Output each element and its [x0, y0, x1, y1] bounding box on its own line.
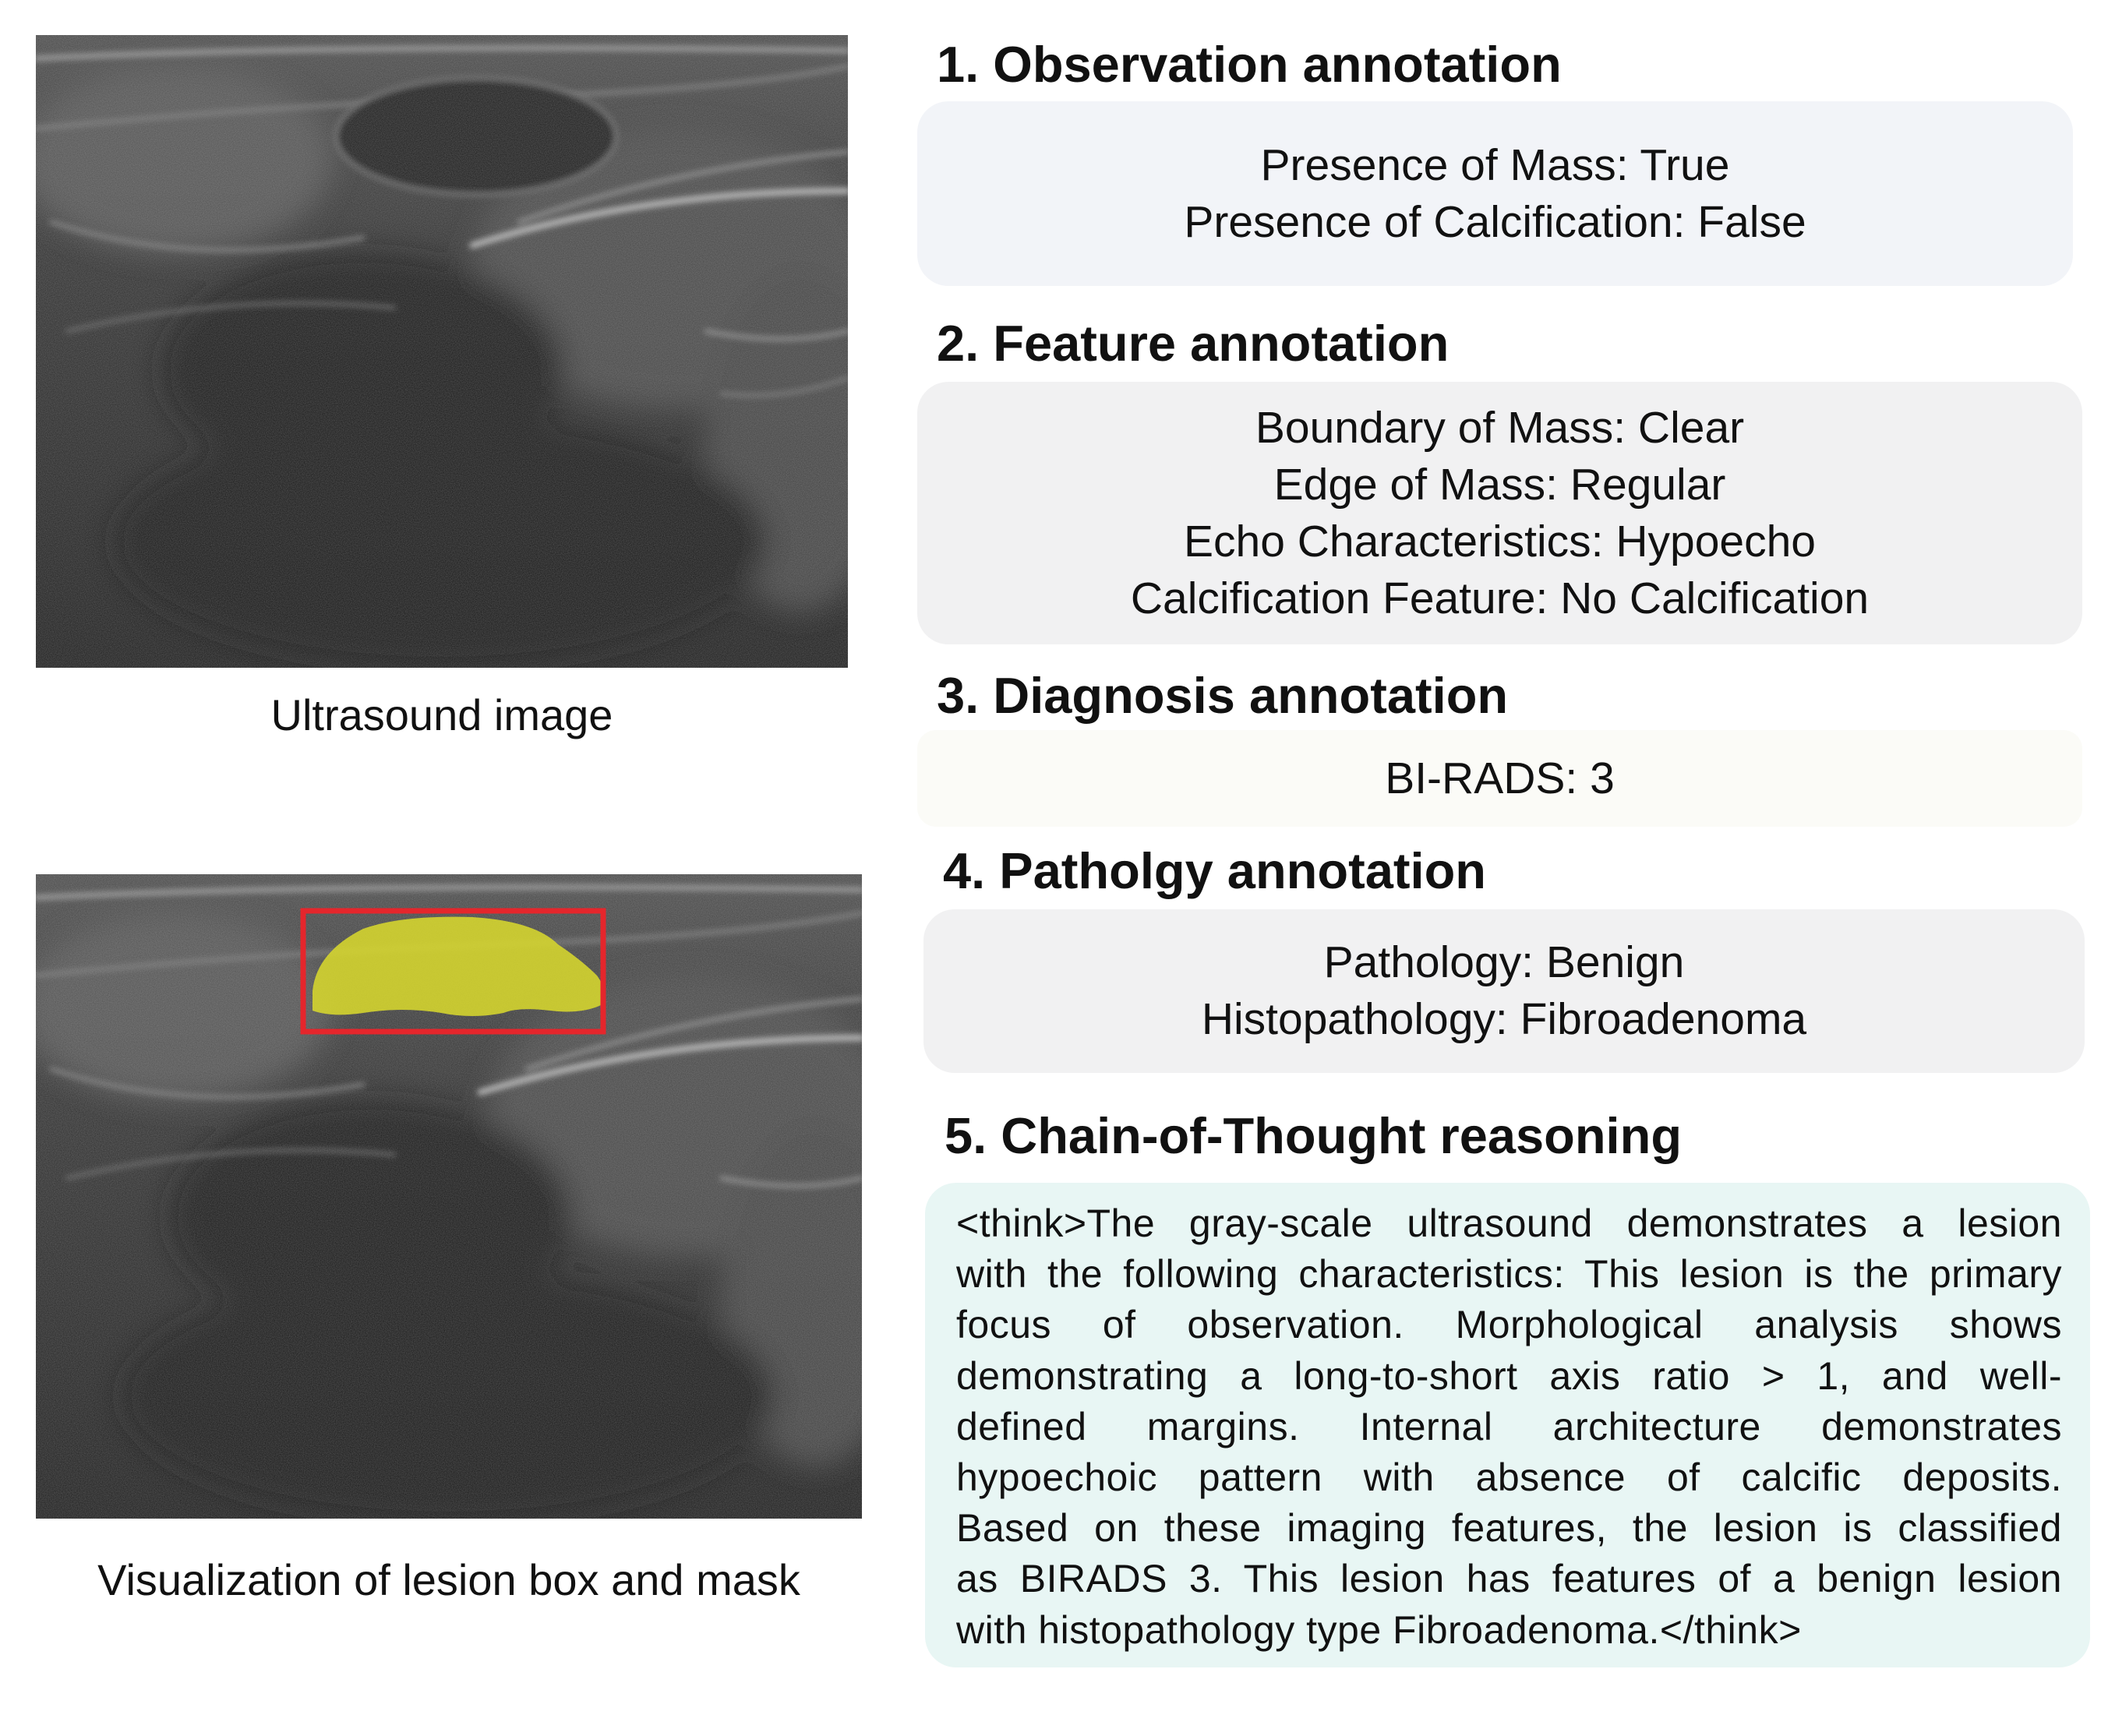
cot-line: defined margins. Internal architecture d… — [956, 1404, 2062, 1448]
cot-line: with the following characteristics: This… — [956, 1252, 2062, 1297]
ultrasound-image-graphic — [36, 35, 848, 668]
pathology-line: Histopathology: Fibroadenoma — [1201, 994, 1807, 1044]
cot-line: as BIRADS 3. This lesion has features of… — [956, 1557, 2062, 1601]
cot-line: <think>The gray-scale ultrasound demonst… — [956, 1201, 2062, 1245]
cot-line: with histopathology type Fibroadenoma.</… — [956, 1607, 1802, 1652]
ultrasound-image — [36, 35, 848, 668]
cot-reasoning-title: 5. Chain-of-Thought reasoning — [945, 1107, 1683, 1164]
ultrasound-image-caption: Ultrasound image — [270, 690, 613, 739]
feature-line: Edge of Mass: Regular — [1273, 459, 1726, 510]
feature-line: Echo Characteristics: Hypoecho — [1183, 516, 1817, 566]
lesion-mask — [313, 916, 604, 1016]
pathology-line: Pathology: Benign — [1323, 937, 1685, 987]
cot-line: hypoechoic pattern with absence of calci… — [956, 1455, 2062, 1500]
cot-reasoning-box: <think>The gray-scale ultrasound demonst… — [925, 1183, 2090, 1667]
feature-annotation-title: 2. Feature annotation — [937, 315, 1450, 372]
observation-line: Presence of Mass: True — [1260, 139, 1730, 190]
diagnosis-annotation-box: BI-RADS: 3 — [917, 730, 2082, 827]
feature-annotation-box: Boundary of Mass: Clear Edge of Mass: Re… — [917, 382, 2082, 644]
observation-annotation-title: 1. Observation annotation — [937, 36, 1562, 93]
cot-line: demonstrating a long-to-short axis ratio… — [956, 1353, 2062, 1398]
lesion-visualization-image — [36, 874, 862, 1519]
cot-line: focus of observation. Morphological anal… — [956, 1303, 2062, 1347]
feature-line: Calcification Feature: No Calcification — [1130, 573, 1870, 623]
lesion-bounding-box — [300, 908, 606, 1035]
observation-annotation-box: Presence of Mass: True Presence of Calci… — [917, 101, 2073, 286]
lesion-visualization-caption: Visualization of lesion box and mask — [97, 1555, 800, 1604]
diagnosis-annotation-title: 3. Diagnosis annotation — [937, 667, 1509, 724]
cot-line: Based on these imaging features, the les… — [956, 1506, 2062, 1551]
observation-line: Presence of Calcification: False — [1184, 196, 1806, 247]
lesion-visualization-graphic — [36, 874, 862, 1519]
feature-line: Boundary of Mass: Clear — [1255, 402, 1745, 453]
pathology-annotation-title: 4. Patholgy annotation — [943, 842, 1486, 899]
diagnosis-line: BI-RADS: 3 — [1385, 753, 1615, 803]
pathology-annotation-box: Pathology: Benign Histopathology: Fibroa… — [923, 909, 2085, 1073]
